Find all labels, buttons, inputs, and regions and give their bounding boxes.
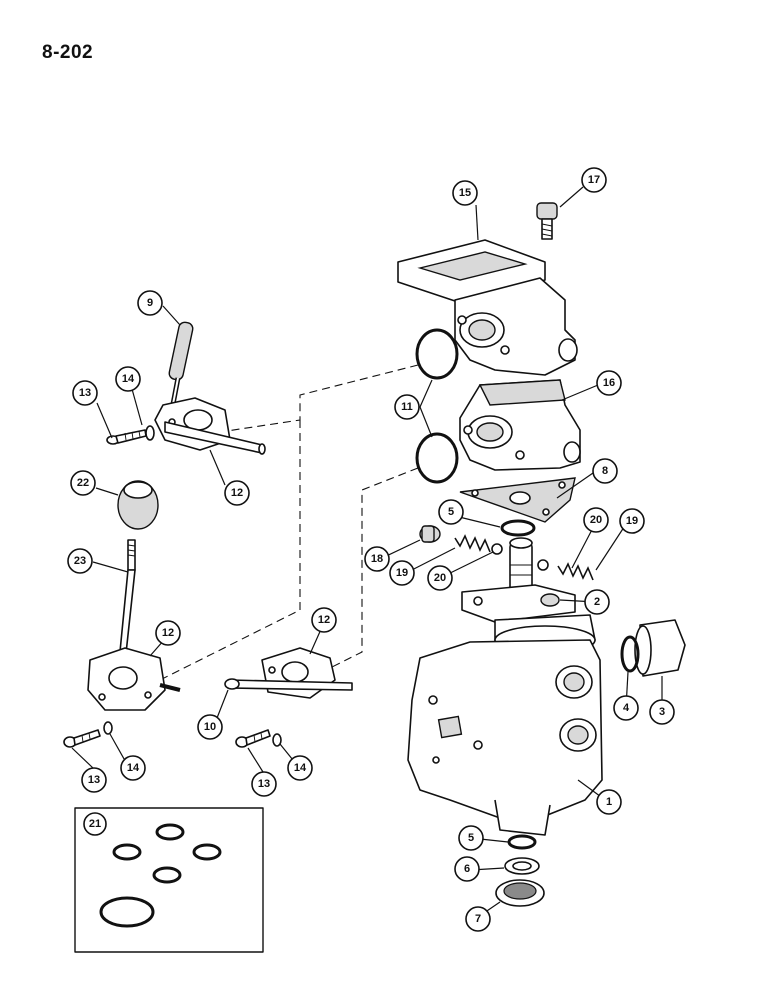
callout-1: 1	[596, 789, 622, 815]
springs-part-19	[454, 534, 594, 581]
callout-20-left: 20	[427, 565, 453, 591]
callout-18: 18	[364, 546, 390, 572]
callout-7: 7	[465, 906, 491, 932]
callout-label: 1	[606, 796, 612, 808]
callout-leaders	[71, 186, 663, 918]
callout-label: 20	[434, 572, 446, 584]
valve-body-part-1	[407, 614, 603, 836]
seal-ring-part-5-lower	[507, 834, 537, 850]
gasket-part-8	[459, 477, 576, 523]
callout-23: 23	[67, 548, 93, 574]
callout-label: 5	[468, 832, 474, 844]
callout-19-right: 19	[619, 508, 645, 534]
callout-13-right: 13	[251, 771, 277, 797]
callout-8: 8	[592, 458, 618, 484]
callout-label: 10	[204, 721, 216, 733]
callout-label: 22	[77, 477, 89, 489]
callout-label: 16	[603, 377, 615, 389]
knob-part-22	[117, 480, 159, 530]
lock-washer-part-14-upper	[145, 425, 155, 441]
callout-label: 19	[626, 515, 638, 527]
callout-6: 6	[454, 856, 480, 882]
bracket-housing-part-15	[397, 239, 578, 376]
callout-label: 23	[74, 555, 86, 567]
callout-21: 21	[83, 812, 107, 836]
callout-9: 9	[137, 290, 163, 316]
lever-plate-part-12-right	[261, 647, 336, 699]
callout-label: 12	[231, 487, 243, 499]
callout-label: 12	[162, 627, 174, 639]
screw-part-13-upper	[106, 429, 147, 445]
callout-3: 3	[649, 699, 675, 725]
callout-label: 12	[318, 614, 330, 626]
plug-part-18	[419, 525, 441, 543]
shaft-upper	[164, 421, 266, 455]
callout-10: 10	[197, 714, 223, 740]
filter-cap-part-7	[495, 879, 545, 907]
seal-ring-part-5-upper	[500, 519, 536, 537]
callout-label: 8	[602, 465, 608, 477]
callout-label: 18	[371, 553, 383, 565]
callout-16: 16	[596, 370, 622, 396]
seal-kit-box-part-21	[74, 807, 264, 953]
callout-15: 15	[452, 180, 478, 206]
assembly-dashed-lines	[159, 364, 419, 681]
o-rings-part-11	[415, 328, 459, 484]
callout-label: 2	[594, 596, 600, 608]
callout-label: 7	[475, 913, 481, 925]
callout-label: 3	[659, 706, 665, 718]
callout-label: 4	[623, 702, 630, 714]
callout-5-lower: 5	[458, 825, 484, 851]
callout-19-left: 19	[389, 560, 415, 586]
callout-12-right: 12	[311, 607, 337, 633]
callout-14-right: 14	[287, 755, 313, 781]
screw-part-13-right	[235, 729, 271, 748]
callout-22: 22	[70, 470, 96, 496]
callout-label: 21	[89, 818, 101, 830]
callout-label: 13	[258, 778, 270, 790]
fitting-part-3	[634, 619, 686, 677]
callout-11: 11	[394, 394, 420, 420]
balls-part-20	[491, 543, 549, 571]
shaft-part-10	[224, 678, 353, 691]
callout-label: 19	[396, 567, 408, 579]
callout-label: 14	[294, 762, 307, 774]
callout-label: 9	[147, 297, 153, 309]
screw-part-13-left	[63, 729, 101, 748]
callout-label: 6	[464, 863, 470, 875]
lever-plate-part-12-left	[87, 647, 181, 711]
callout-label: 13	[79, 387, 91, 399]
callout-13-upper: 13	[72, 380, 98, 406]
callout-13-left: 13	[81, 767, 107, 793]
callout-label: 15	[459, 187, 471, 199]
lock-washer-part-14-left	[103, 721, 113, 735]
cap-screw-part-17	[536, 202, 558, 240]
callout-label: 14	[127, 762, 140, 774]
callout-17: 17	[581, 167, 607, 193]
callouts: 15 17 16 8 11 9 14 13 12 22 23 12 12 10 …	[67, 167, 675, 932]
spool-plate-part-2	[461, 584, 576, 623]
callout-2: 2	[584, 589, 610, 615]
control-spool	[509, 537, 533, 594]
callout-label: 13	[88, 774, 100, 786]
callout-label: 17	[588, 174, 600, 186]
adapter-housing-part-16	[459, 379, 581, 471]
callout-14-left: 14	[120, 755, 146, 781]
o-ring-part-4	[620, 635, 640, 673]
callout-14-upper: 14	[115, 366, 141, 392]
callout-label: 11	[401, 401, 413, 413]
callout-20-right: 20	[583, 507, 609, 533]
callout-label: 20	[590, 514, 602, 526]
callout-5-upper: 5	[438, 499, 464, 525]
callout-label: 5	[448, 506, 454, 518]
callout-4: 4	[613, 695, 639, 721]
callout-label: 14	[122, 373, 135, 385]
page-number: 8-202	[42, 42, 94, 63]
lock-washer-part-14-right	[272, 733, 282, 747]
washer-part-6	[504, 857, 540, 875]
callout-12-upper: 12	[224, 480, 250, 506]
callout-12-left: 12	[155, 620, 181, 646]
